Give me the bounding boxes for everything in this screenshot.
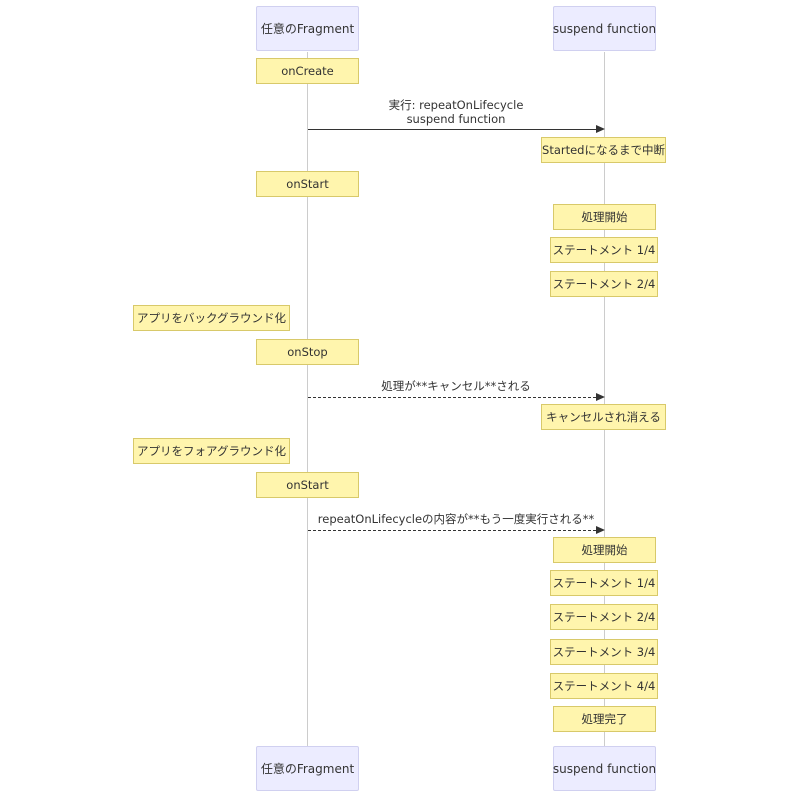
participant-fragment-top: 任意のFragment bbox=[256, 6, 359, 51]
arrowhead-rerun bbox=[596, 526, 605, 534]
note-process-start-2: 処理開始 bbox=[553, 537, 656, 563]
note-on-start-1: onStart bbox=[256, 171, 359, 197]
arrowhead-cancelled bbox=[596, 393, 605, 401]
note-statement-1-of-4-a: ステートメント 1/4 bbox=[550, 237, 658, 263]
message-execute-arrow bbox=[308, 129, 596, 130]
note-statement-2-of-4-a: ステートメント 2/4 bbox=[550, 271, 658, 297]
arrowhead-execute bbox=[596, 125, 605, 133]
note-statement-2-of-4-b: ステートメント 2/4 bbox=[550, 604, 658, 630]
message-execute-label-line1: 実行: repeatOnLifecycle bbox=[388, 98, 524, 112]
note-on-stop: onStop bbox=[256, 339, 359, 365]
note-statement-3-of-4: ステートメント 3/4 bbox=[550, 639, 658, 665]
message-rerun-label: repeatOnLifecycleの内容が**もう一度実行される** bbox=[317, 512, 595, 526]
note-app-background: アプリをバックグラウンド化 bbox=[133, 305, 290, 331]
participant-suspend-function-top: suspend function bbox=[553, 6, 656, 51]
participant-fragment-bottom: 任意のFragment bbox=[256, 746, 359, 791]
message-rerun-arrow bbox=[308, 530, 596, 531]
message-cancelled-label: 処理が**キャンセル**される bbox=[381, 379, 531, 393]
note-on-start-2: onStart bbox=[256, 472, 359, 498]
note-process-complete: 処理完了 bbox=[553, 706, 656, 732]
note-on-create: onCreate bbox=[256, 58, 359, 84]
note-statement-1-of-4-b: ステートメント 1/4 bbox=[550, 570, 658, 596]
fragment-lifeline bbox=[307, 52, 308, 748]
note-statement-4-of-4: ステートメント 4/4 bbox=[550, 673, 658, 699]
message-cancelled-arrow bbox=[308, 397, 596, 398]
note-process-start-1: 処理開始 bbox=[553, 204, 656, 230]
note-started-suspend: Startedになるまで中断 bbox=[541, 137, 666, 163]
message-execute-label-line2: suspend function bbox=[406, 112, 506, 126]
note-app-foreground: アプリをフォアグラウンド化 bbox=[133, 438, 290, 464]
note-cancelled-vanish: キャンセルされ消える bbox=[541, 404, 666, 430]
participant-suspend-function-bottom: suspend function bbox=[553, 746, 656, 791]
